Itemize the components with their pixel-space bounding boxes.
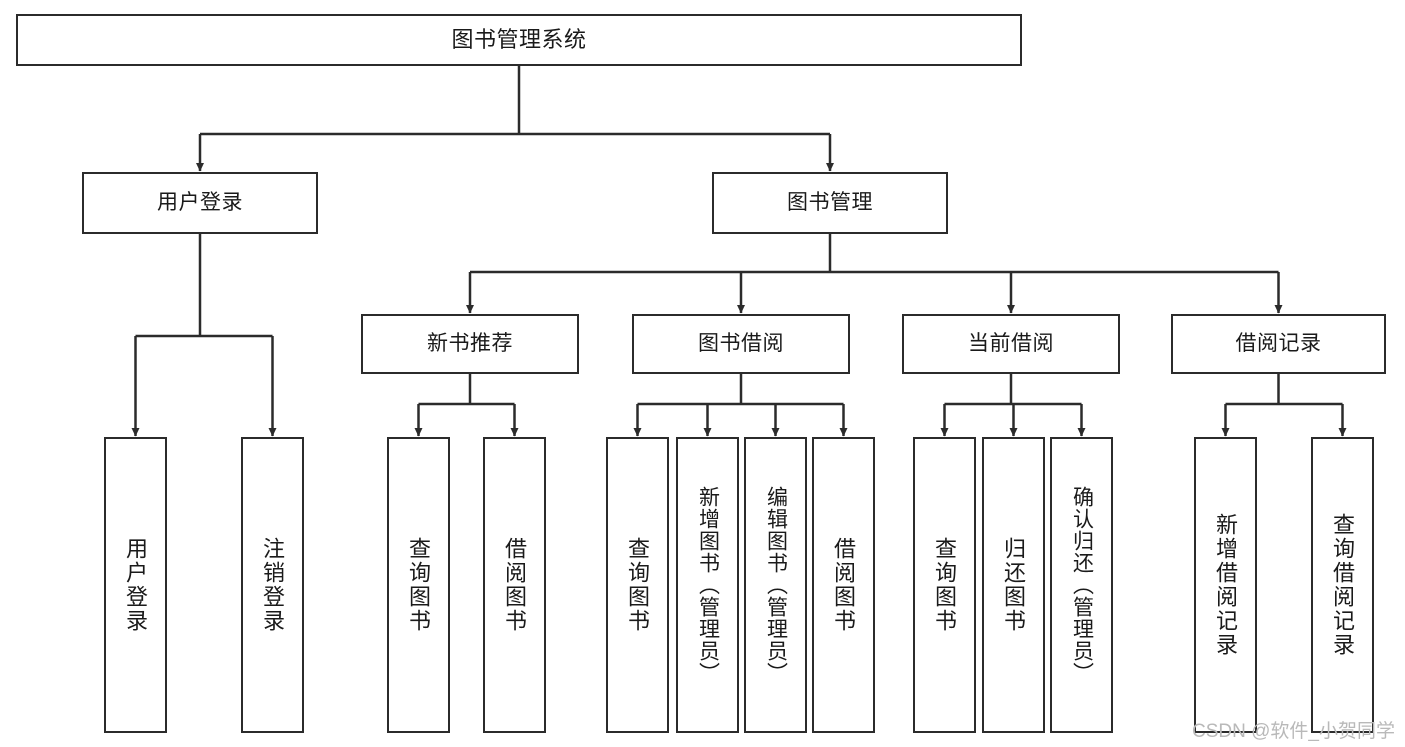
node-leaf-add-rec[interactable]: 新增借阅记录 <box>1194 437 1257 733</box>
node-book-manage[interactable]: 图书管理 <box>712 172 948 234</box>
node-label-leaf-query-2: 查询图书 <box>625 537 651 633</box>
node-leaf-query-3[interactable]: 查询图书 <box>913 437 976 733</box>
node-book-borrow[interactable]: 图书借阅 <box>632 314 850 374</box>
node-leaf-borrow-1[interactable]: 借阅图书 <box>483 437 546 733</box>
node-label-leaf-query-3: 查询图书 <box>932 537 958 633</box>
node-label-leaf-return: 归还图书 <box>1001 537 1027 633</box>
node-label-leaf-add-rec: 新增借阅记录 <box>1213 513 1239 657</box>
watermark-text: CSDN @软件_小贺同学 <box>1192 721 1395 742</box>
node-leaf-edit-book[interactable]: 编辑图书（管理员） <box>744 437 807 733</box>
node-leaf-add-book[interactable]: 新增图书（管理员） <box>676 437 739 733</box>
node-label-leaf-user-login: 用户登录 <box>123 537 149 633</box>
node-label-leaf-logout: 注销登录 <box>260 537 286 633</box>
node-new-book-rec[interactable]: 新书推荐 <box>361 314 579 374</box>
node-label-leaf-borrow-1: 借阅图书 <box>502 537 528 633</box>
node-leaf-query-1[interactable]: 查询图书 <box>387 437 450 733</box>
node-label-book-borrow: 图书借阅 <box>698 331 784 355</box>
node-label-user-login: 用户登录 <box>157 190 243 214</box>
node-label-leaf-edit-book: 编辑图书（管理员） <box>764 486 788 684</box>
node-leaf-logout[interactable]: 注销登录 <box>241 437 304 733</box>
node-user-login[interactable]: 用户登录 <box>82 172 318 234</box>
node-leaf-query-2[interactable]: 查询图书 <box>606 437 669 733</box>
node-label-new-book-rec: 新书推荐 <box>427 331 513 355</box>
node-label-current-borrow: 当前借阅 <box>968 331 1054 355</box>
node-leaf-user-login[interactable]: 用户登录 <box>104 437 167 733</box>
node-leaf-query-rec[interactable]: 查询借阅记录 <box>1311 437 1374 733</box>
node-current-borrow[interactable]: 当前借阅 <box>902 314 1120 374</box>
node-label-leaf-add-book: 新增图书（管理员） <box>696 486 720 684</box>
node-label-leaf-confirm: 确认归还（管理员） <box>1070 486 1094 684</box>
node-borrow-record[interactable]: 借阅记录 <box>1171 314 1386 374</box>
node-leaf-return[interactable]: 归还图书 <box>982 437 1045 733</box>
node-label-leaf-query-rec: 查询借阅记录 <box>1330 513 1356 657</box>
node-label-book-manage: 图书管理 <box>787 190 873 214</box>
node-label-borrow-record: 借阅记录 <box>1235 331 1322 355</box>
node-root[interactable]: 图书管理系统 <box>16 14 1022 66</box>
node-label-root: 图书管理系统 <box>451 27 587 53</box>
node-label-leaf-query-1: 查询图书 <box>406 537 432 633</box>
node-leaf-confirm[interactable]: 确认归还（管理员） <box>1050 437 1113 733</box>
connector-paths <box>131 66 1347 437</box>
node-leaf-borrow-2[interactable]: 借阅图书 <box>812 437 875 733</box>
node-label-leaf-borrow-2: 借阅图书 <box>831 537 857 633</box>
